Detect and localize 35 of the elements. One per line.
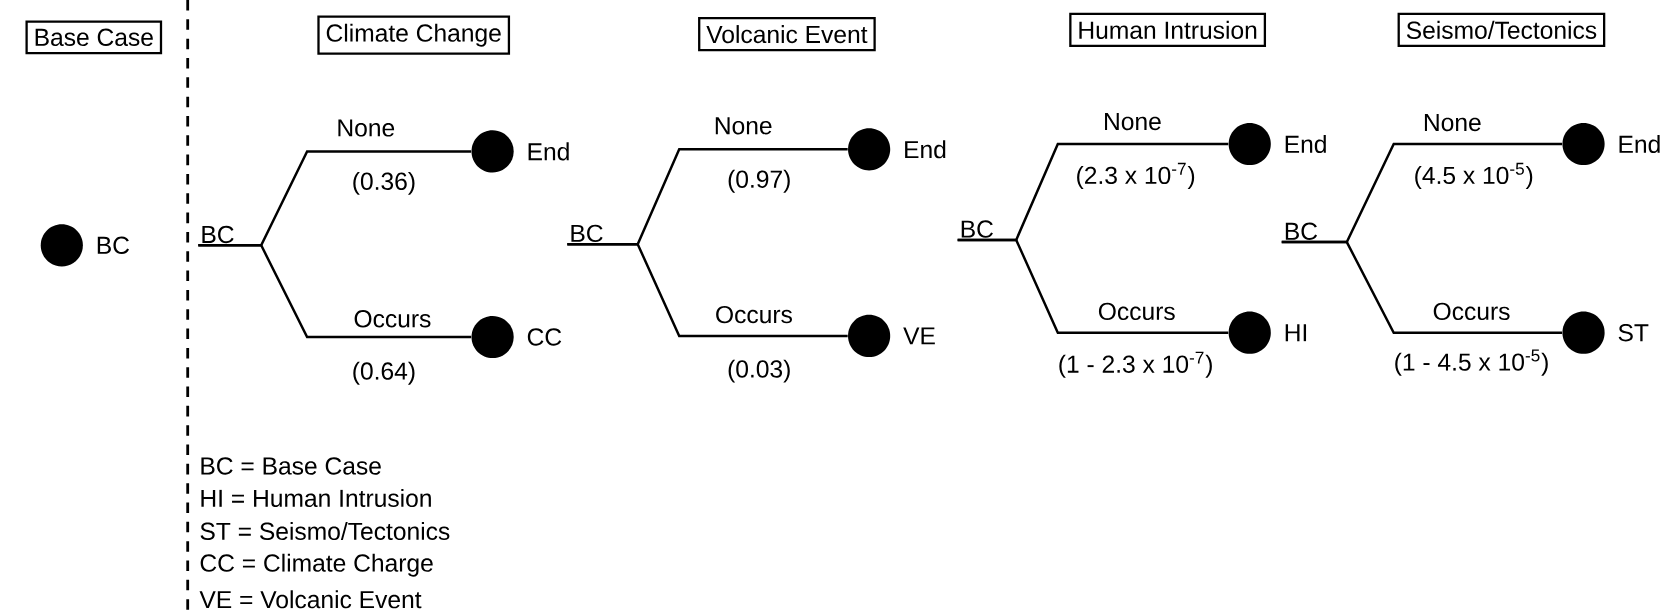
header-box: Volcanic Event <box>698 16 876 52</box>
node-label: End <box>1619 134 1660 154</box>
node-label: HI <box>1285 324 1307 342</box>
legend-text: BC = Base Case <box>201 457 381 475</box>
edge-label: Occurs <box>351 308 434 330</box>
node-label: BC <box>961 220 993 238</box>
header-box: Human Intrusion <box>1069 12 1267 48</box>
branch-line <box>1281 240 1563 334</box>
legend-text: VE = Volcanic Event <box>199 590 422 609</box>
edge-label: Occurs <box>1430 300 1513 322</box>
legend-text: HI = Human Intrusion <box>201 488 431 508</box>
node-label: BC <box>1285 222 1318 240</box>
node-label: BC <box>571 224 603 243</box>
edge-label: Occurs <box>1096 300 1178 322</box>
branch-line <box>567 242 848 338</box>
edge-label: None <box>1421 112 1484 133</box>
node-label: End <box>528 142 569 161</box>
node-label: CC <box>527 328 562 346</box>
node-label: VE <box>903 327 935 345</box>
header-box: Base Case <box>25 20 163 55</box>
header-box: Climate Change <box>317 15 511 55</box>
edge-label: Occurs <box>713 304 795 326</box>
edge-label: None <box>334 117 397 139</box>
legend-text: CC = Climate Charge <box>200 553 433 577</box>
edge-label: None <box>712 115 775 137</box>
node-label: BC <box>202 225 234 244</box>
branch-line <box>957 238 1229 334</box>
header-box: Seismo/Tectonics <box>1397 12 1606 48</box>
legend-text: ST = Seismo/Tectonics <box>200 521 450 541</box>
node-label: End <box>905 140 946 159</box>
node-label: BC <box>97 236 130 254</box>
branch-line <box>198 244 472 339</box>
node-label: End <box>1285 134 1326 154</box>
node-label: ST <box>1618 324 1649 342</box>
edge-label: None <box>1101 111 1164 132</box>
